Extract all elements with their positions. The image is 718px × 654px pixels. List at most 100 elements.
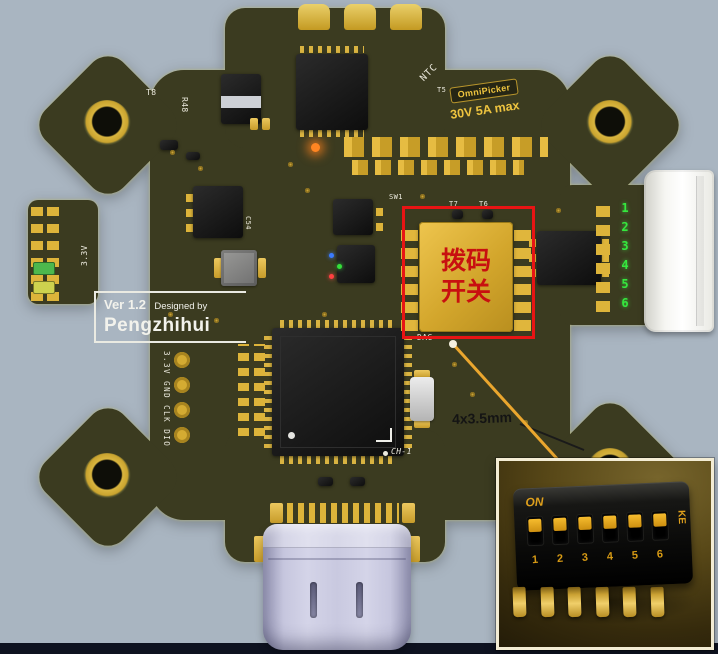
via-pad: [288, 162, 293, 167]
mcu-pins-top: [280, 320, 396, 328]
version-silkscreen-box: Ver 1.2 Designed by Pengzhihui: [94, 291, 246, 343]
inset-switch-body: ON KE 1 2 3 4 5 6: [512, 481, 694, 591]
right-connector-pads: [596, 200, 610, 312]
left-tab-pads: [31, 205, 43, 301]
dip-switch-pin: [512, 586, 527, 618]
dip-position-number: 4: [606, 550, 614, 563]
silk-t8: T8: [146, 88, 157, 97]
version-label: Ver 1.2: [104, 297, 146, 312]
dip-actuator: [628, 514, 642, 528]
led-red: [329, 274, 334, 279]
solder-pad: [270, 503, 283, 523]
jst-connector-white: [644, 170, 714, 332]
led-green: [337, 264, 342, 269]
via-pad: [420, 194, 425, 199]
swd-pads-label: 3.3V GND CLK DIO: [162, 351, 171, 448]
left-led-green: [33, 262, 55, 275]
dip-actuator: [578, 516, 592, 531]
test-pad: [174, 352, 190, 368]
small-transistor: [452, 210, 463, 219]
usb-anchor-tab: [409, 536, 420, 562]
test-pad: [174, 377, 190, 393]
dip-actuator-slot: [576, 513, 595, 545]
dip-actuator-slot: [526, 515, 545, 547]
dip-actuator-slot: [600, 512, 620, 544]
capacitor-bank-row1: [344, 137, 548, 157]
usb-slot: [356, 582, 363, 618]
via-pad: [198, 166, 203, 171]
ic-pads: [186, 192, 193, 232]
pin-number-3: 3: [621, 239, 629, 253]
small-component: [318, 477, 333, 486]
status-led-orange: [311, 143, 320, 152]
via-pad: [170, 150, 175, 155]
mcu-inner-outline: [280, 336, 396, 448]
dip-actuator: [553, 517, 567, 532]
solder-pad: [250, 118, 258, 130]
capacitor-bank-row2: [352, 160, 524, 175]
dip-switch-pin: [650, 586, 665, 618]
pin-number-1: 1: [621, 201, 629, 215]
solder-pad: [214, 258, 222, 278]
mcu-pin1-dot: [288, 432, 295, 439]
version-line: Ver 1.2 Designed by: [104, 296, 238, 314]
silk-t5: T5: [437, 86, 447, 94]
solder-pad-column: [238, 344, 249, 436]
mcu-pins-bottom: [280, 456, 396, 464]
via-pad: [452, 362, 457, 367]
dip-switch-pin: [622, 586, 637, 618]
via-pad: [556, 208, 561, 213]
ic-chip-mid1: [333, 199, 373, 235]
mcu-pins-right: [404, 336, 412, 448]
solder-pad: [402, 503, 415, 523]
ic-pads: [376, 203, 383, 231]
right-connector-pin-numbers: 1 2 3 4 5 6: [617, 199, 633, 313]
solder-pad: [414, 420, 430, 428]
dip-actuator: [653, 513, 667, 527]
dip-actuator-slot: [551, 514, 570, 546]
ic-chip-left: [193, 186, 243, 238]
solder-pad: [258, 258, 266, 278]
usb-anchor-tab: [254, 536, 265, 562]
dip-switch-pin: [540, 586, 555, 618]
mounting-hole-bottom-left: [83, 453, 131, 501]
led-blue: [329, 253, 334, 258]
via-pad: [322, 312, 327, 317]
hole-dimension-label: 4x3.5mm: [451, 408, 513, 428]
via-pad: [523, 420, 528, 425]
ch1-dot: [383, 451, 388, 456]
inset-on-label: ON: [525, 494, 544, 510]
dip-actuator: [528, 518, 542, 533]
dip-footprint-pads-right: [514, 229, 531, 331]
silk-t7: T7: [449, 200, 459, 208]
small-component: [186, 152, 200, 160]
designer-name: Pengzhihui: [104, 315, 211, 336]
dip-switch-pin: [595, 586, 610, 618]
ic-chip-top: [296, 54, 368, 130]
solder-pad-column: [254, 344, 265, 436]
designed-by-label: Designed by: [154, 301, 208, 312]
usb-c-connector: [263, 524, 411, 650]
small-component: [160, 140, 178, 150]
mcu-corner-mark: [376, 428, 392, 442]
dip-footprint-pads-left: [401, 229, 418, 331]
silk-t6: T6: [479, 200, 489, 208]
dip-position-number: 6: [656, 548, 664, 561]
pin-number-4: 4: [621, 258, 629, 272]
small-component: [350, 477, 365, 486]
left-tab-pads: [47, 205, 59, 301]
usb-shell-band: [263, 524, 411, 548]
ic-pins: [300, 130, 364, 137]
mcu-pins-left: [264, 336, 272, 448]
mounting-hole-top-right: [586, 100, 634, 148]
dip-position-number: 1: [531, 553, 539, 567]
dip-switch-body: 拨码 开关: [419, 222, 513, 332]
dip-actuator-slot: [650, 510, 670, 541]
silk-ch1: CH-1: [391, 447, 412, 456]
usb-seam: [268, 558, 406, 560]
usb-slot: [310, 582, 317, 618]
usb-pin-row: [287, 503, 399, 523]
dip-actuator: [603, 515, 617, 529]
jst-connector-seam: [696, 176, 704, 326]
